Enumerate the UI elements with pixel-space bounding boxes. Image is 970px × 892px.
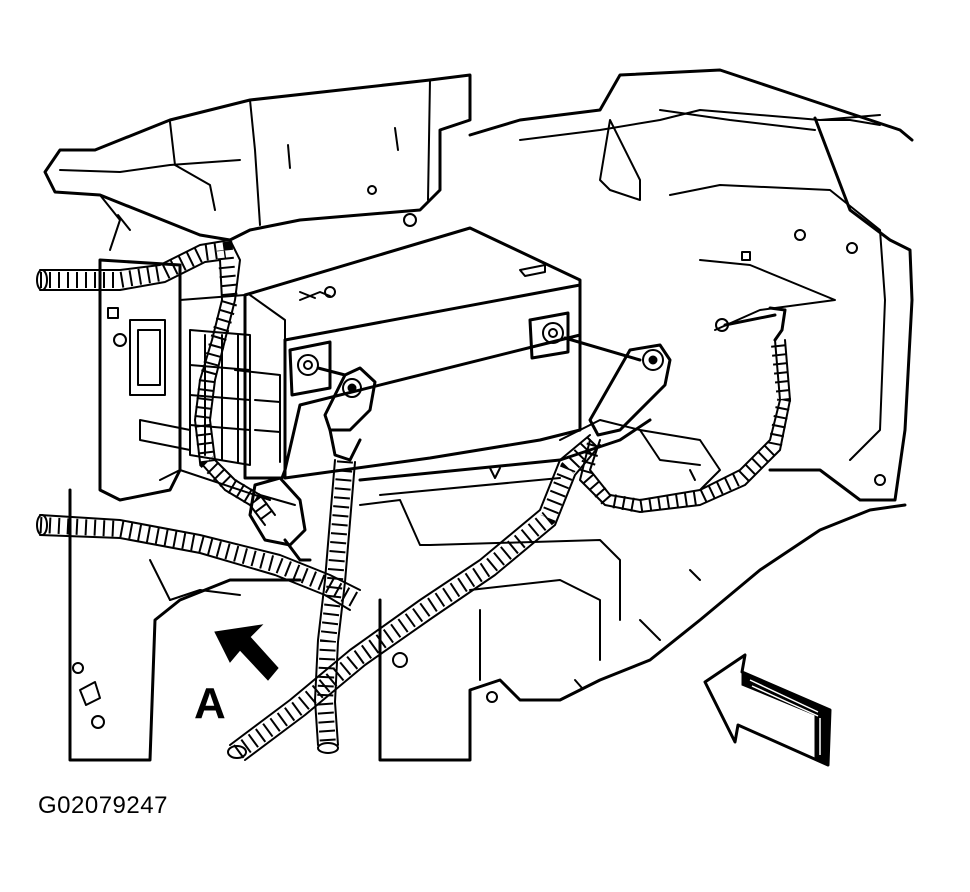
callout-label-a: A (194, 679, 226, 728)
fender-panel (468, 68, 914, 502)
positive-cable-terminal (563, 336, 672, 437)
cowl-panel (43, 73, 472, 251)
wiring-harness (36, 239, 792, 761)
ground-strap (579, 306, 791, 513)
view-a-arrow (214, 624, 279, 681)
figure-id: G02079247 (38, 792, 168, 819)
terminal-posts (288, 311, 570, 397)
direction-arrow (703, 653, 832, 767)
battery-tray (98, 258, 191, 502)
lower-frame (68, 418, 907, 762)
negative-cable-terminal (316, 366, 377, 462)
